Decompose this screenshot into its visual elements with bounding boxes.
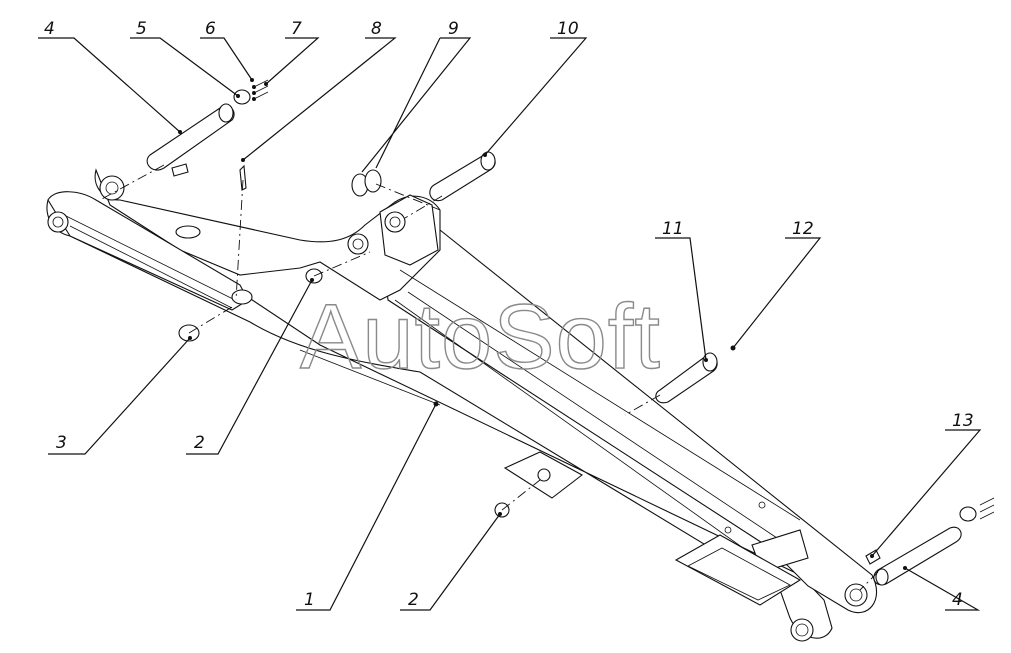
- watermark-text: AutoSoft: [300, 286, 661, 388]
- leader-lines: [38, 37, 982, 611]
- callout-2-upper: 2: [194, 433, 205, 453]
- callout-2-lower: 2: [408, 590, 419, 610]
- callout-labels: 4 5 6 7 8 9 10 11 12 13 3 2 1 2 4: [44, 19, 974, 610]
- callout-11: 11: [662, 219, 684, 239]
- callout-4-top: 4: [44, 19, 55, 39]
- callout-9: 9: [448, 19, 459, 39]
- callout-10: 10: [557, 19, 579, 39]
- callout-13: 13: [952, 411, 974, 431]
- callout-5: 5: [136, 19, 147, 39]
- callout-7: 7: [291, 19, 302, 39]
- callout-4-bottom: 4: [952, 590, 963, 610]
- callout-1: 1: [304, 590, 315, 610]
- callout-3: 3: [56, 433, 67, 453]
- callout-6: 6: [205, 19, 216, 39]
- boom-frame: [46, 168, 878, 642]
- assembly-axes: [99, 164, 879, 591]
- callout-8: 8: [371, 19, 382, 39]
- callout-12: 12: [792, 219, 814, 239]
- loose-parts: [146, 79, 995, 586]
